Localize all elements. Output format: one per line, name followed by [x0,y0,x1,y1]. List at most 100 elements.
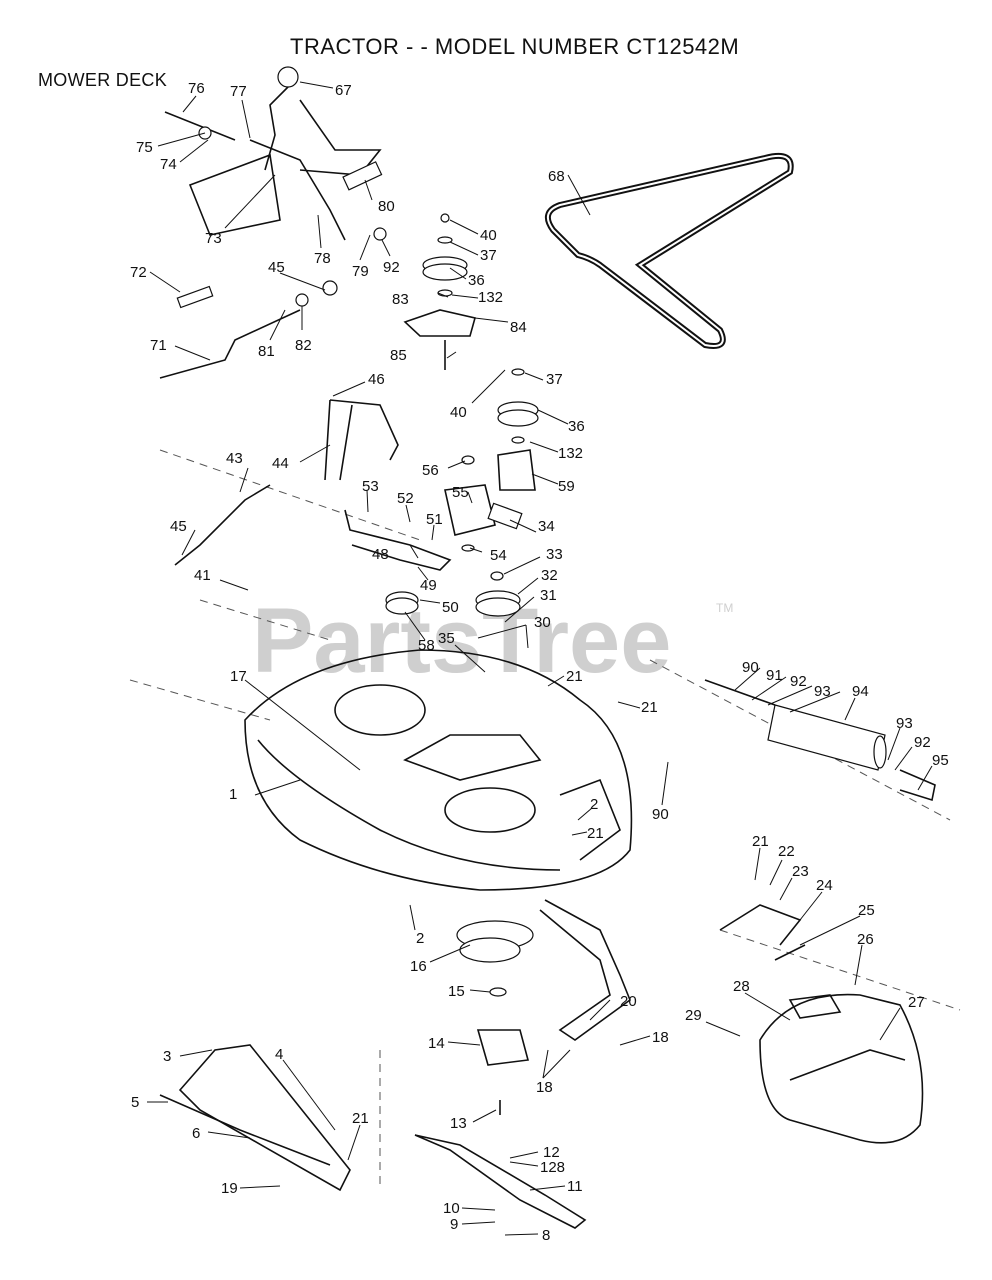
callout-43: 43 [226,450,243,467]
callout-16: 16 [410,958,427,975]
callout-128: 128 [540,1159,565,1176]
callout-13: 13 [450,1115,467,1132]
callout-78: 78 [314,250,331,267]
callout-11: 11 [567,1178,583,1195]
callout-37a: 37 [480,247,497,264]
callout-132b: 132 [558,445,583,462]
callout-48: 48 [372,546,389,563]
callout-6: 6 [192,1125,200,1142]
callout-53: 53 [362,478,379,495]
callout-93a: 93 [814,683,831,700]
callout-92c: 92 [914,734,931,751]
callout-36a: 36 [468,272,485,289]
callout-51: 51 [426,511,443,528]
callout-40b: 40 [450,404,467,421]
callout-2a: 2 [590,796,598,813]
callout-19: 19 [221,1180,238,1197]
deck-bracket [324,399,399,481]
callout-75: 75 [136,139,153,156]
callout-21e: 21 [352,1110,369,1127]
callout-37b: 37 [546,371,563,388]
callout-31: 31 [540,587,557,604]
callout-52: 52 [397,490,414,507]
callout-82: 82 [295,337,312,354]
callout-80: 80 [378,198,395,215]
callout-labels: 67 76 77 75 74 80 73 78 79 92 72 45 81 8… [130,80,949,1244]
callout-35: 35 [438,630,455,647]
callout-9: 9 [450,1216,458,1233]
spindle-pulley [385,571,521,617]
callout-81: 81 [258,343,275,360]
callout-74: 74 [160,156,177,173]
idler-pulley-upper [403,213,476,370]
callout-3: 3 [163,1048,171,1065]
callout-50: 50 [442,599,459,616]
callout-23: 23 [792,863,809,880]
callout-20: 20 [620,993,637,1010]
callout-73: 73 [205,230,222,247]
callout-29: 29 [685,1007,702,1024]
callout-92a: 92 [383,259,400,276]
watermark-trademark: TM [716,601,733,615]
diagram-title: TRACTOR - - MODEL NUMBER CT12542M [290,34,740,59]
leader-lines [147,81,933,1236]
callout-18b: 18 [536,1079,553,1096]
callout-25: 25 [858,902,875,919]
callout-68: 68 [548,168,565,185]
discharge-chute [719,904,924,1144]
callout-45b: 45 [170,518,187,535]
gauge-roller [704,679,936,802]
callout-90b: 90 [652,806,669,823]
callout-40a: 40 [480,227,497,244]
callout-94: 94 [852,683,869,700]
callout-28: 28 [733,978,750,995]
callout-33: 33 [546,546,563,563]
callout-95: 95 [932,752,949,769]
callout-77: 77 [230,83,247,100]
callout-45a: 45 [268,259,285,276]
callout-12: 12 [543,1144,560,1161]
callout-91: 91 [766,667,783,684]
callout-17: 17 [230,668,247,685]
callout-34: 34 [538,518,555,535]
side-baffle [178,1044,351,1192]
mower-blade [414,1134,587,1229]
callout-21c: 21 [587,825,604,842]
pivot-bar [539,899,631,1041]
callout-56: 56 [422,462,439,479]
callout-21a: 21 [566,668,583,685]
callout-44: 44 [272,455,289,472]
idler-pulley-lower [444,368,539,552]
callout-18a: 18 [652,1029,669,1046]
callout-2b: 2 [416,930,424,947]
deck-link [174,484,271,566]
callout-85: 85 [390,347,407,364]
callout-32: 32 [541,567,558,584]
watermark: PartsTree [252,590,671,692]
callout-90a: 90 [742,659,759,676]
callout-58: 58 [418,637,435,654]
callout-79: 79 [352,263,369,280]
callout-76: 76 [188,80,205,97]
callout-54: 54 [490,547,507,564]
callout-49: 49 [420,577,437,594]
section-title: MOWER DECK [38,70,167,90]
callout-27: 27 [908,994,925,1011]
callout-30: 30 [534,614,551,631]
callout-132a: 132 [478,289,503,306]
callout-59: 59 [558,478,575,495]
callout-4: 4 [275,1046,283,1063]
callout-46: 46 [368,371,385,388]
callout-8: 8 [542,1227,550,1244]
callout-22: 22 [778,843,795,860]
callout-84: 84 [510,319,527,336]
callout-55: 55 [452,484,469,501]
callout-26: 26 [857,931,874,948]
callout-36b: 36 [568,418,585,435]
callout-67: 67 [335,82,352,99]
callout-72: 72 [130,264,147,281]
callout-5: 5 [131,1094,139,1111]
callout-10: 10 [443,1200,460,1217]
blade-spindle [456,920,534,1115]
